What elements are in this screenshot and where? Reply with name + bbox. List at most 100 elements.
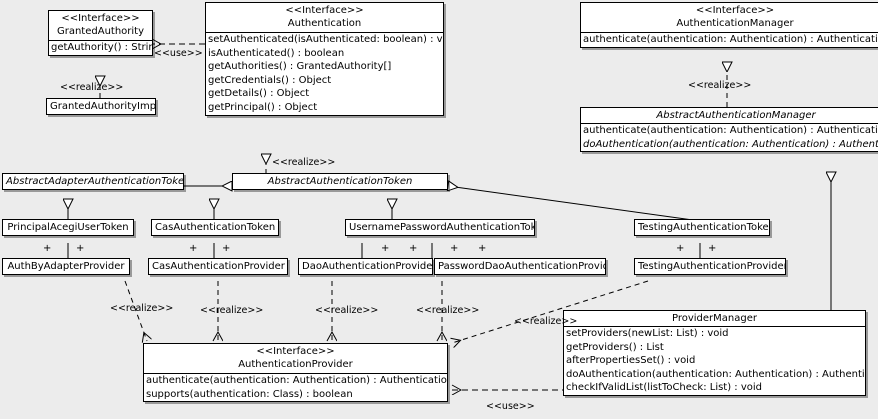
- class-testing-authentication-provider[interactable]: TestingAuthenticationProvider: [634, 258, 786, 275]
- label-realize-authbyadapterprovider: <<realize>>: [110, 303, 174, 314]
- class-name-label: GrantedAuthority: [56, 26, 145, 37]
- class-name-label: GrantedAuthorityImpl: [50, 101, 156, 112]
- class-members: authenticate(authentication: Authenticat…: [581, 32, 878, 47]
- member-row: doAuthentication(authentication: Authent…: [583, 138, 878, 150]
- class-header: CasAuthenticationToken: [152, 220, 278, 235]
- class-authentication-provider[interactable]: <<Interface>> AuthenticationProvider aut…: [143, 343, 448, 403]
- class-header: <<Interface>> AuthenticationManager: [581, 3, 878, 32]
- class-header: PrincipalAcegiUserToken: [3, 220, 133, 235]
- label-realize-grantedauthorityimpl: <<realize>>: [60, 82, 124, 93]
- class-name-label: CasAuthenticationToken: [155, 222, 276, 233]
- class-name-label: CasAuthenticationProvider: [152, 261, 285, 272]
- class-header: AuthByAdapterProvider: [3, 259, 129, 274]
- member-row: isAuthenticated() : boolean: [208, 47, 345, 59]
- class-header: AbstractAuthenticationManager: [581, 108, 878, 123]
- label-realize-passworddaoauthenticationprovider: <<realize>>: [416, 305, 480, 316]
- class-header: DaoAuthenticationProvider: [299, 259, 432, 274]
- class-members: authenticate(authentication: Authenticat…: [144, 373, 447, 401]
- class-name-label: AbstractAuthenticationToken: [267, 176, 413, 187]
- class-password-dao-authentication-provider[interactable]: PasswordDaoAuthenticationProvider: [434, 258, 606, 275]
- member-row: setAuthenticated(isAuthenticated: boolea…: [208, 34, 444, 45]
- class-authentication-manager[interactable]: <<Interface>> AuthenticationManager auth…: [580, 2, 878, 48]
- association-marker-plus: +: [676, 243, 685, 254]
- label-realize-abstractauthenticationtoken: <<realize>>: [272, 157, 336, 168]
- class-auth-by-adapter-provider[interactable]: AuthByAdapterProvider: [2, 258, 130, 275]
- class-header: UsernamePasswordAuthenticationToken: [346, 220, 534, 235]
- class-name-label: UsernamePasswordAuthenticationToken: [349, 222, 535, 233]
- class-name-label: AuthenticationProvider: [238, 359, 353, 370]
- member-row: supports(authentication: Class) : boolea…: [146, 388, 353, 400]
- label-realize-daoauthenticationprovider: <<realize>>: [315, 305, 379, 316]
- class-granted-authority-impl[interactable]: GrantedAuthorityImpl: [46, 98, 156, 115]
- member-row: afterPropertiesSet() : void: [566, 355, 696, 367]
- class-members: setAuthenticated(isAuthenticated: boolea…: [206, 32, 443, 115]
- association-marker-plus: +: [409, 243, 418, 254]
- member-row: getProviders() : List: [566, 341, 664, 353]
- class-dao-authentication-provider[interactable]: DaoAuthenticationProvider: [298, 258, 433, 275]
- association-marker-plus: +: [189, 243, 198, 254]
- class-header: <<Interface>> Authentication: [206, 3, 443, 32]
- class-testing-authentication-token[interactable]: TestingAuthenticationToken: [634, 219, 770, 236]
- class-header: CasAuthenticationProvider: [149, 259, 287, 274]
- class-username-password-authentication-token[interactable]: UsernamePasswordAuthenticationToken: [345, 219, 535, 236]
- member-row: getAuthorities() : GrantedAuthority[]: [208, 61, 392, 73]
- stereotype-label: <<Interface>>: [61, 13, 140, 24]
- class-abstract-adapter-authentication-token[interactable]: AbstractAdapterAuthenticationToken: [2, 173, 184, 190]
- label-use-providermanager-authenticationprovider: <<use>>: [486, 401, 535, 412]
- class-abstract-authentication-manager[interactable]: AbstractAuthenticationManager authentica…: [580, 107, 878, 153]
- class-header: TestingAuthenticationProvider: [635, 259, 785, 274]
- member-row: authenticate(authentication: Authenticat…: [583, 34, 878, 45]
- association-marker-plus: +: [708, 243, 717, 254]
- association-marker-plus: +: [450, 243, 459, 254]
- class-granted-authority[interactable]: <<Interface>> GrantedAuthority getAuthor…: [48, 10, 153, 56]
- label-realize-casauthenticationprovider: <<realize>>: [200, 305, 264, 316]
- class-name-label: TestingAuthenticationToken: [638, 222, 770, 233]
- member-row: authenticate(authentication: Authenticat…: [146, 375, 448, 386]
- label-use-authentication-grantedauthority: <<use>>: [154, 48, 203, 59]
- class-cas-authentication-token[interactable]: CasAuthenticationToken: [151, 219, 279, 236]
- member-row: setProviders(newList: List) : void: [566, 328, 729, 339]
- class-name-label: ProviderManager: [671, 313, 757, 324]
- member-row: doAuthentication(authentication: Authent…: [566, 368, 866, 380]
- class-name-label: AuthenticationManager: [676, 18, 794, 29]
- stereotype-label: <<Interface>>: [256, 346, 335, 357]
- class-header: PasswordDaoAuthenticationProvider: [435, 259, 605, 274]
- class-abstract-authentication-token[interactable]: AbstractAuthenticationToken: [232, 173, 448, 190]
- class-name-label: Authentication: [287, 18, 362, 29]
- stereotype-label: <<Interface>>: [695, 5, 775, 16]
- label-realize-abstractauthenticationmanager: <<realize>>: [688, 80, 752, 91]
- association-marker-plus: +: [76, 243, 85, 254]
- class-header: AbstractAdapterAuthenticationToken: [3, 174, 183, 189]
- class-header: <<Interface>> AuthenticationProvider: [144, 344, 447, 373]
- class-principal-acegi-user-token[interactable]: PrincipalAcegiUserToken: [2, 219, 134, 236]
- edge-generalization-testingauthenticationtoken: [448, 186, 701, 222]
- class-cas-authentication-provider[interactable]: CasAuthenticationProvider: [148, 258, 288, 275]
- member-row: getDetails() : Object: [208, 88, 310, 100]
- stereotype-label: <<Interface>>: [285, 5, 364, 16]
- class-header: ProviderManager: [564, 311, 865, 326]
- label-realize-testingauthenticationprovider: <<realize>>: [514, 316, 578, 327]
- class-members: authenticate(authentication: Authenticat…: [581, 123, 878, 151]
- class-members: getAuthority() : String: [49, 40, 152, 55]
- association-marker-plus: +: [222, 243, 231, 254]
- member-row: getPrincipal() : Object: [208, 101, 318, 113]
- class-authentication[interactable]: <<Interface>> Authentication setAuthenti…: [205, 2, 444, 116]
- class-members: setProviders(newList: List) : void getPr…: [564, 326, 865, 395]
- member-row: checkIfValidList(listToCheck: List) : vo…: [566, 382, 763, 394]
- class-header: AbstractAuthenticationToken: [233, 174, 447, 189]
- member-row: authenticate(authentication: Authenticat…: [583, 125, 878, 136]
- class-header: GrantedAuthorityImpl: [47, 99, 155, 114]
- class-name-label: AbstractAuthenticationManager: [656, 110, 816, 121]
- association-marker-plus: +: [43, 243, 52, 254]
- class-name-label: PasswordDaoAuthenticationProvider: [438, 261, 606, 272]
- class-name-label: AuthByAdapterProvider: [7, 261, 125, 272]
- association-marker-plus: +: [478, 243, 487, 254]
- class-name-label: AbstractAdapterAuthenticationToken: [6, 176, 184, 187]
- class-provider-manager[interactable]: ProviderManager setProviders(newList: Li…: [563, 310, 866, 396]
- class-header: <<Interface>> GrantedAuthority: [49, 11, 152, 40]
- class-name-label: DaoAuthenticationProvider: [302, 261, 433, 272]
- class-header: TestingAuthenticationToken: [635, 220, 769, 235]
- member-row: getCredentials() : Object: [208, 74, 332, 86]
- class-name-label: TestingAuthenticationProvider: [638, 261, 786, 272]
